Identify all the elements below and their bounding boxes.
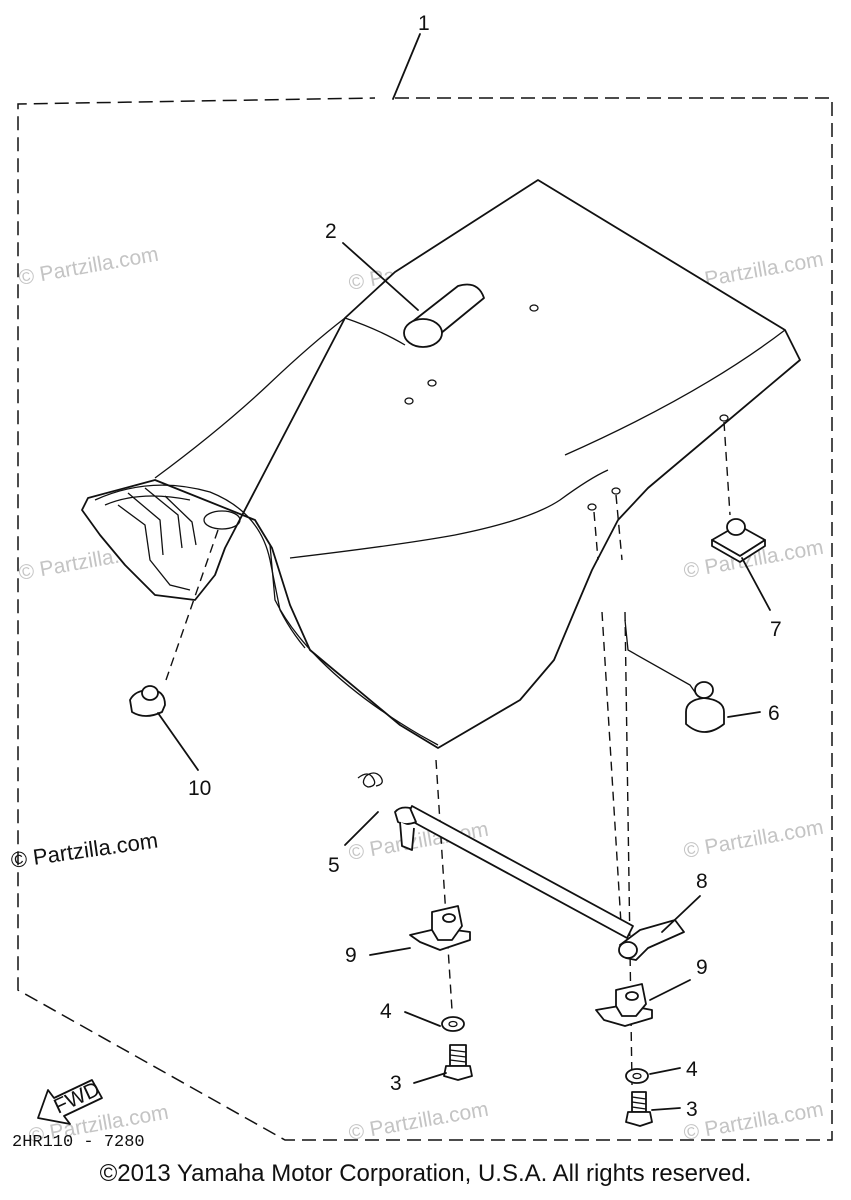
part-4-washer-right <box>625 1067 681 1084</box>
part-10-damper <box>129 685 199 771</box>
callout-5: 5 <box>328 854 340 877</box>
copyright-notice: ©2013 Yamaha Motor Corporation, U.S.A. A… <box>99 1160 752 1187</box>
callout-1: 1 <box>418 12 430 35</box>
callout-8: 8 <box>696 870 708 893</box>
part-9-bracket-left <box>369 905 471 956</box>
callout-4-right: 4 <box>686 1058 698 1081</box>
callout-6: 6 <box>768 702 780 725</box>
callout-3-left: 3 <box>390 1072 402 1095</box>
part-2-strap <box>342 242 485 348</box>
seat <box>81 179 801 749</box>
callout-10: 10 <box>188 777 211 800</box>
watermark: © Partzilla.com <box>682 1098 825 1145</box>
callout-7: 7 <box>770 618 782 641</box>
part-7-damper <box>711 518 771 611</box>
part-3-bolt-left <box>413 1044 473 1084</box>
part-code: 2HR110 - 7280 <box>12 1133 145 1152</box>
callout-4-left: 4 <box>380 1000 392 1023</box>
callout-9-left: 9 <box>345 944 357 967</box>
part-4-washer-left <box>404 1011 465 1032</box>
part-6-damper <box>685 681 761 733</box>
leader-line-1 <box>392 33 421 100</box>
watermark: © Partzilla.com <box>682 816 825 863</box>
callout-3-right: 3 <box>686 1098 698 1121</box>
callout-2: 2 <box>325 220 337 243</box>
part-9-bracket-right <box>595 979 691 1027</box>
assembly-boundary <box>17 97 833 1141</box>
part-8-rod <box>394 805 701 961</box>
part-5-spring <box>344 772 383 846</box>
part-3-bolt-right <box>625 1091 681 1127</box>
watermark-prominent: © Partzilla.com <box>9 828 159 873</box>
watermark: © Partzilla.com <box>17 243 160 290</box>
callout-labels: 1 2 7 6 10 5 8 9 9 4 4 3 3 2HR110 - 7280 <box>12 12 782 1152</box>
watermark: © Partzilla.com <box>347 1098 490 1145</box>
callout-9-right: 9 <box>696 956 708 979</box>
